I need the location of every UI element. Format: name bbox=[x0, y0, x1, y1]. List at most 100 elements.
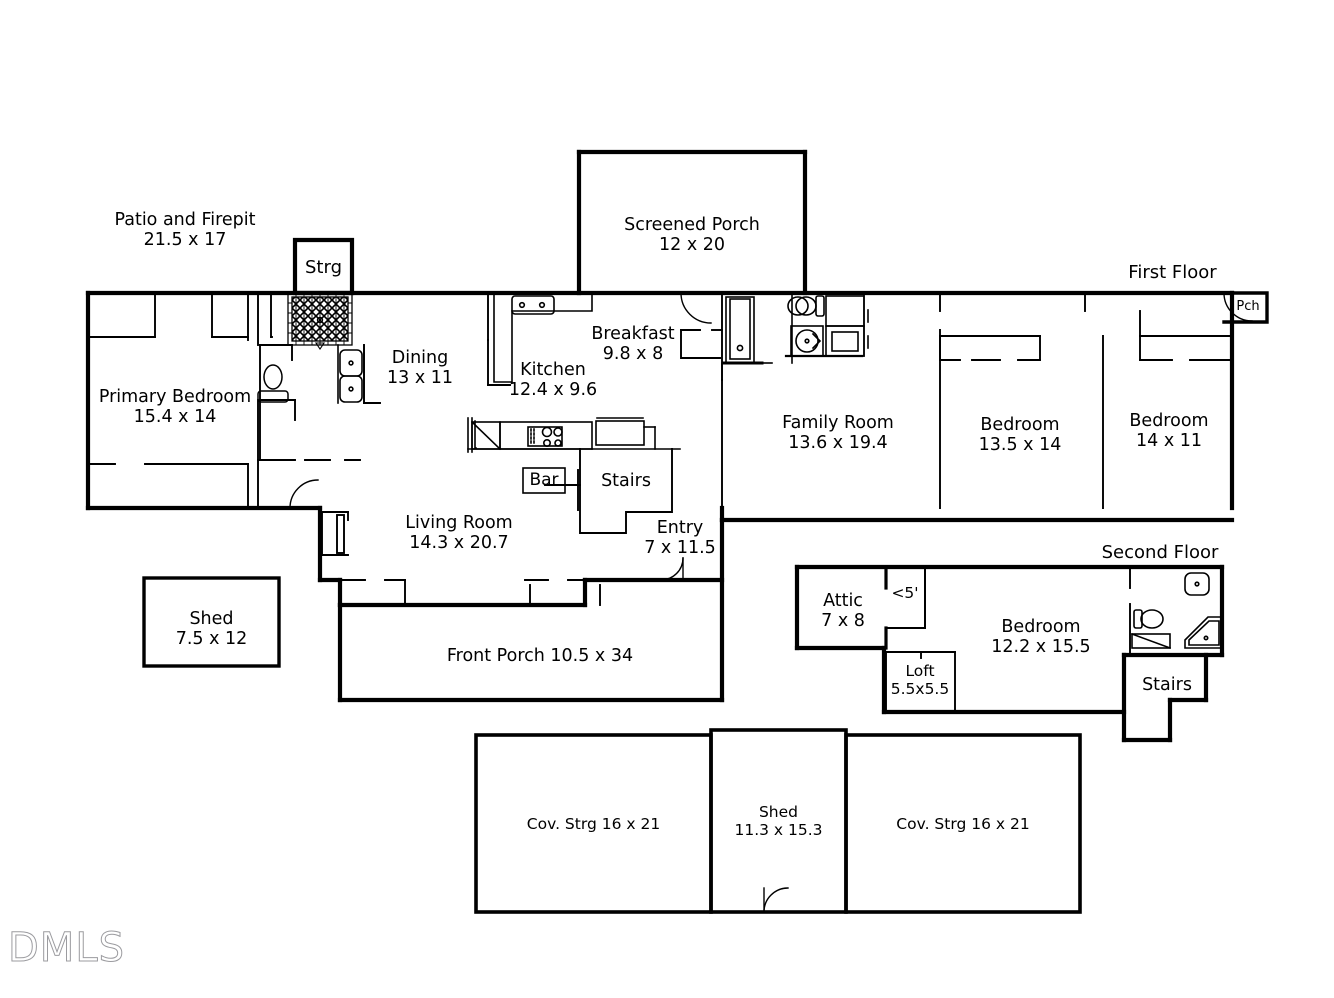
second-floor-perimeter bbox=[794, 564, 1225, 743]
attic-name: Attic bbox=[823, 591, 863, 611]
kitchen-island-counter bbox=[467, 417, 681, 453]
vanity-icon-upstairs bbox=[1130, 632, 1172, 650]
loft-name: Loft bbox=[905, 662, 935, 680]
label-porch-small: Pch bbox=[1232, 299, 1264, 315]
primary-bedroom-dimensions: 15.4 x 14 bbox=[133, 406, 217, 427]
low-ceiling-name: <5' bbox=[891, 584, 919, 602]
bedroom-3-dimensions: 14 x 11 bbox=[1135, 430, 1203, 451]
screened-porch-walls bbox=[576, 149, 808, 296]
label-first-floor: First Floor bbox=[1085, 262, 1260, 283]
loft-dimensions: 5.5x5.5 bbox=[890, 679, 950, 698]
attic-dimensions: 7 x 8 bbox=[821, 610, 865, 631]
entry-name: Entry bbox=[656, 518, 704, 538]
bedroom-divider-wall bbox=[1084, 292, 1104, 509]
porch-small-name: Pch bbox=[1236, 299, 1260, 314]
bedroom-upstairs-name: Bedroom bbox=[1001, 617, 1081, 637]
bedroom-2-dimensions: 13.5 x 14 bbox=[978, 434, 1062, 455]
dining-name: Dining bbox=[391, 348, 449, 368]
patio-firepit-name: Patio and Firepit bbox=[114, 210, 256, 230]
screened-porch-name: Screened Porch bbox=[624, 215, 760, 235]
label-bar: Bar bbox=[523, 470, 565, 490]
outbuildings-walls bbox=[474, 728, 1082, 914]
first-floor-title: First Floor bbox=[1128, 262, 1217, 283]
breakfast-door-swing bbox=[680, 292, 712, 324]
porch-small-door-swing bbox=[1223, 292, 1253, 322]
shower-stall-icon bbox=[722, 296, 764, 365]
stairs-first-name: Stairs bbox=[601, 471, 651, 491]
laundry-appliances-icon bbox=[337, 344, 365, 404]
label-storage-top: Strg bbox=[295, 257, 352, 278]
toilet-icon-hall-bath bbox=[787, 295, 825, 317]
family-room-dimensions: 13.6 x 19.4 bbox=[788, 432, 888, 453]
living-room-walls bbox=[319, 511, 601, 606]
kitchen-upper-counter bbox=[493, 292, 593, 383]
toilet-icon-first-floor bbox=[257, 364, 289, 403]
storage-top-name: Strg bbox=[305, 257, 342, 278]
hall-bath-walls bbox=[721, 292, 793, 381]
loft-walls bbox=[885, 651, 956, 713]
label-cov-strg-right: Cov. Strg 16 x 21 bbox=[846, 815, 1080, 834]
label-stairs-first: Stairs bbox=[586, 471, 666, 492]
primary-bedroom-name: Primary Bedroom bbox=[98, 387, 252, 407]
shed-left-dimensions: 7.5 x 12 bbox=[175, 628, 248, 649]
entry-door-swing bbox=[660, 557, 684, 581]
dining-walls bbox=[363, 292, 511, 404]
shed-center-dimensions: 11.3 x 15.3 bbox=[734, 820, 823, 839]
watermark: DMLS bbox=[8, 925, 125, 972]
primary-bath-walls bbox=[257, 292, 361, 509]
shed-left-walls bbox=[142, 576, 281, 668]
low-ceiling-walls bbox=[885, 566, 926, 629]
washer-dryer-icon bbox=[784, 292, 869, 358]
corner-shower-icon-upstairs bbox=[1184, 616, 1223, 649]
patio-firepit-dimensions: 21.5 x 17 bbox=[143, 229, 227, 250]
bedroom3-closet-walls bbox=[1139, 310, 1233, 361]
primary-bedroom-interior-walls bbox=[87, 292, 273, 509]
bedroom-2-name: Bedroom bbox=[980, 415, 1060, 435]
breakfast-dimensions: 9.8 x 8 bbox=[602, 343, 664, 364]
breakfast-name: Breakfast bbox=[591, 324, 675, 344]
cov-strg-right-name: Cov. Strg 16 x 21 bbox=[896, 815, 1030, 833]
fireplace-icon bbox=[287, 292, 353, 350]
shed-left-name: Shed bbox=[189, 609, 234, 629]
dining-dimensions: 13 x 11 bbox=[386, 367, 454, 388]
bar-box bbox=[522, 467, 566, 494]
bedroom-upstairs-dimensions: 12.2 x 15.5 bbox=[991, 636, 1091, 657]
screened-porch-dimensions: 12 x 20 bbox=[658, 234, 726, 255]
porch-small-walls bbox=[1222, 291, 1269, 324]
front-porch-name: Front Porch 10.5 x 34 bbox=[446, 646, 634, 666]
label-second-floor: Second Floor bbox=[1072, 542, 1248, 563]
label-low-ceiling: <5' bbox=[885, 584, 925, 603]
cov-strg-left-name: Cov. Strg 16 x 21 bbox=[526, 815, 661, 833]
living-room-name: Living Room bbox=[405, 513, 513, 533]
kitchen-dimensions: 12.4 x 9.6 bbox=[508, 379, 598, 400]
toilet-icon-upstairs bbox=[1133, 609, 1164, 629]
shed-center-door-swing bbox=[763, 887, 789, 913]
label-stairs-second: Stairs bbox=[1128, 675, 1206, 696]
label-front-porch: Front Porch 10.5 x 34 bbox=[420, 646, 660, 667]
bedroom-3-name: Bedroom bbox=[1129, 411, 1209, 431]
sink-icon-upstairs bbox=[1184, 572, 1210, 596]
entry-dimensions: 7 x 11.5 bbox=[644, 537, 716, 558]
primary-bedroom-door-swing bbox=[289, 479, 319, 509]
second-floor-bath-walls bbox=[1129, 566, 1151, 656]
kitchen-name: Kitchen bbox=[520, 360, 586, 380]
living-room-dimensions: 14.3 x 20.7 bbox=[409, 532, 509, 553]
stairs-first-floor-walls bbox=[544, 448, 673, 534]
